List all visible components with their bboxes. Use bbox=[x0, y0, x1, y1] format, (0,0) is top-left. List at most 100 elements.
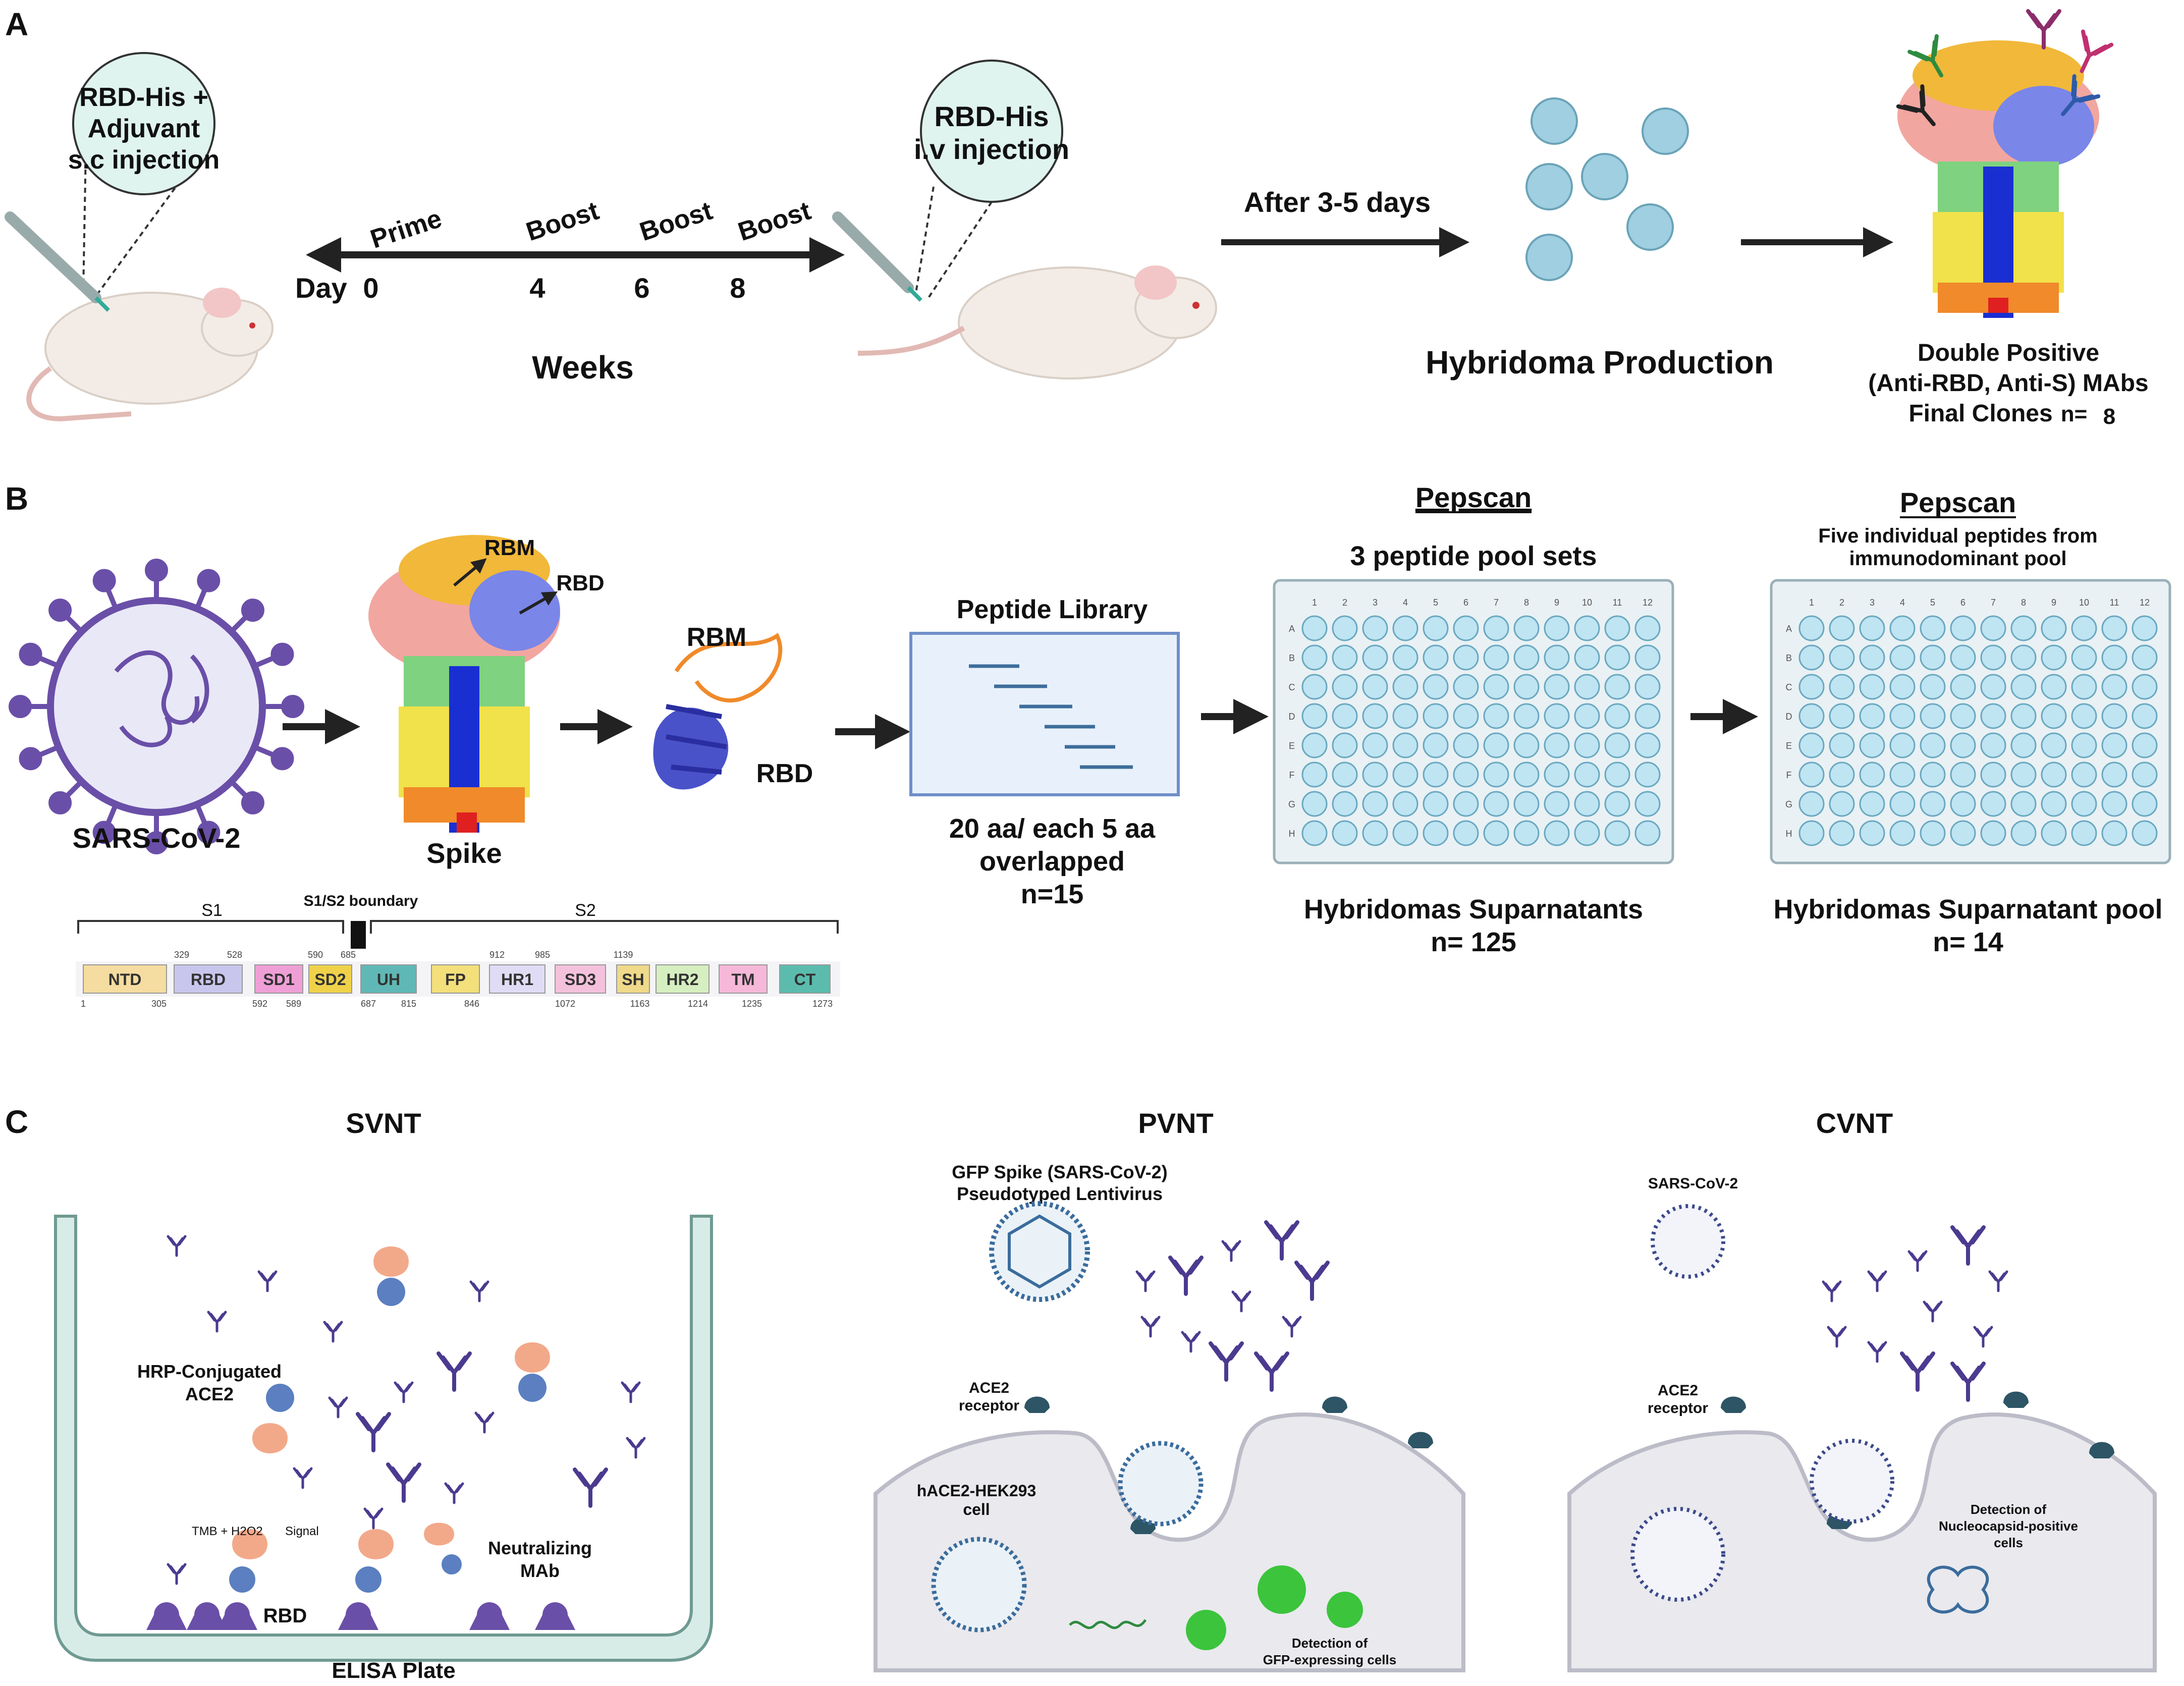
plate-well bbox=[1332, 791, 1358, 817]
plate-well bbox=[2071, 791, 2097, 817]
virus-label: SARS-CoV-2 bbox=[73, 822, 241, 854]
plate-well bbox=[1798, 820, 1825, 846]
plate-well bbox=[1453, 644, 1479, 671]
domain-number: 687 bbox=[361, 999, 376, 1009]
plate-well bbox=[1829, 703, 1855, 729]
plate-well bbox=[2132, 732, 2158, 758]
pepscan-2-title: Pepscan bbox=[1900, 486, 2016, 518]
plate-well bbox=[1513, 791, 1540, 817]
cvnt-detection-1: Detection of bbox=[1971, 1502, 2047, 1517]
plate-well bbox=[1634, 615, 1661, 641]
plate-well bbox=[1980, 820, 2006, 846]
plate-well bbox=[1604, 732, 1630, 758]
domain-number: 1273 bbox=[812, 999, 833, 1009]
bubble-left-line-1: RBD-His + bbox=[79, 83, 208, 112]
pvnt-receptor-label-1: ACE2 bbox=[969, 1380, 1009, 1396]
plate-well bbox=[1980, 791, 2006, 817]
plate-row-label: E bbox=[1289, 741, 1295, 751]
domain-box bbox=[616, 964, 650, 994]
plate-well bbox=[1798, 732, 1825, 758]
plate-well bbox=[2041, 791, 2067, 817]
plate-well bbox=[1301, 732, 1328, 758]
lentivirus-icon bbox=[989, 1201, 1090, 1302]
timeline-event-boost-1: Boost bbox=[523, 196, 603, 247]
plate-col-label: 1 bbox=[1809, 597, 1814, 608]
plate-well bbox=[2101, 644, 2127, 671]
plate-well bbox=[1889, 732, 1916, 758]
plate-row-label: A bbox=[1289, 624, 1295, 634]
plate-well bbox=[1453, 615, 1479, 641]
plate-col-label: 6 bbox=[1463, 597, 1468, 608]
plate-well bbox=[1634, 791, 1661, 817]
virus-spike-head bbox=[270, 747, 294, 771]
plate-well bbox=[1798, 703, 1825, 729]
hrp-ace2-icons bbox=[252, 1246, 550, 1453]
plate-well bbox=[1392, 674, 1418, 700]
domain-label: UH bbox=[377, 970, 400, 989]
domain-label: CT bbox=[794, 970, 816, 989]
plate-well bbox=[1604, 644, 1630, 671]
peptide-lines bbox=[969, 664, 1133, 769]
panel-b-letter: B bbox=[5, 480, 28, 517]
plate-well bbox=[1889, 644, 1916, 671]
domain-number: 1072 bbox=[555, 999, 575, 1009]
plate-well bbox=[1634, 762, 1661, 788]
plate-col-label: 8 bbox=[2021, 597, 2026, 608]
domain-number: 528 bbox=[227, 950, 242, 960]
bubble-left-line-2: Adjuvant bbox=[88, 114, 200, 143]
plate-row-label: B bbox=[1786, 653, 1792, 663]
plate-col-label: 1 bbox=[1312, 597, 1317, 608]
spike-with-antibodies bbox=[1897, 11, 2111, 318]
cvnt-virus-icon bbox=[1651, 1204, 1725, 1279]
plate-well bbox=[1859, 615, 1885, 641]
hybridoma-cells bbox=[1525, 97, 1689, 281]
plate-col-label: 9 bbox=[1554, 597, 1559, 608]
plate-well bbox=[1634, 644, 1661, 671]
plate-well bbox=[1483, 703, 1509, 729]
virus-spike-head bbox=[48, 791, 72, 814]
pepscan-2-subtitle-2: immunodominant pool bbox=[1849, 548, 2066, 570]
domain-box bbox=[555, 964, 606, 994]
pepscan-2-caption-2: n= 14 bbox=[1933, 927, 2003, 957]
domain-label: SD3 bbox=[565, 970, 596, 989]
plate-well bbox=[1829, 762, 1855, 788]
injection-bubble-left: RBD-His + Adjuvant s.c injection bbox=[68, 52, 220, 294]
plate-well bbox=[1453, 674, 1479, 700]
rbd-coated-bottom bbox=[146, 1602, 575, 1630]
library-caption-3: n=15 bbox=[1021, 879, 1084, 909]
cvnt-endocytosed-virus-icon bbox=[1810, 1439, 1894, 1524]
plate-well bbox=[1950, 644, 1976, 671]
plate-row-label: B bbox=[1289, 653, 1295, 663]
pepscan-2-subtitle-1: Five individual peptides from bbox=[1818, 525, 2097, 547]
tmb-label: TMB + H2O2 bbox=[192, 1525, 263, 1538]
plate-well bbox=[1829, 791, 1855, 817]
endocytosed-virus-icon bbox=[1118, 1441, 1204, 1527]
timeline-tick-6: 6 bbox=[634, 272, 649, 304]
cvnt-detection-2: Nucleocapsid-positive bbox=[1939, 1518, 2078, 1534]
spike-rbd-label: RBD bbox=[556, 571, 604, 595]
plate-well bbox=[2041, 644, 2067, 671]
plate-well bbox=[2041, 732, 2067, 758]
plate-well bbox=[1362, 615, 1388, 641]
plate-well bbox=[2010, 615, 2037, 641]
plate-well bbox=[1423, 820, 1449, 846]
plate-row-label: A bbox=[1786, 624, 1792, 634]
plate-col-label: 2 bbox=[1839, 597, 1844, 608]
panel-a: A RBD-His + Adjuvant s.c injection Day 0 bbox=[5, 6, 2149, 429]
plate-col-label: 5 bbox=[1930, 597, 1935, 608]
plate-well bbox=[1920, 762, 1946, 788]
plate-well bbox=[1950, 674, 1976, 700]
plate-well bbox=[1301, 644, 1328, 671]
domain-box bbox=[308, 964, 352, 994]
domain-box bbox=[656, 964, 709, 994]
plate-well bbox=[1362, 762, 1388, 788]
panel-c: C SVNT HRP-C bbox=[5, 1104, 2157, 1683]
peptide-library-box bbox=[909, 632, 1180, 796]
domain-box bbox=[719, 964, 768, 994]
plate-well bbox=[1513, 703, 1540, 729]
domain-label: HR1 bbox=[501, 970, 533, 989]
plate-well bbox=[1513, 820, 1540, 846]
plate-row-label: E bbox=[1786, 741, 1792, 751]
plate-well bbox=[1634, 674, 1661, 700]
